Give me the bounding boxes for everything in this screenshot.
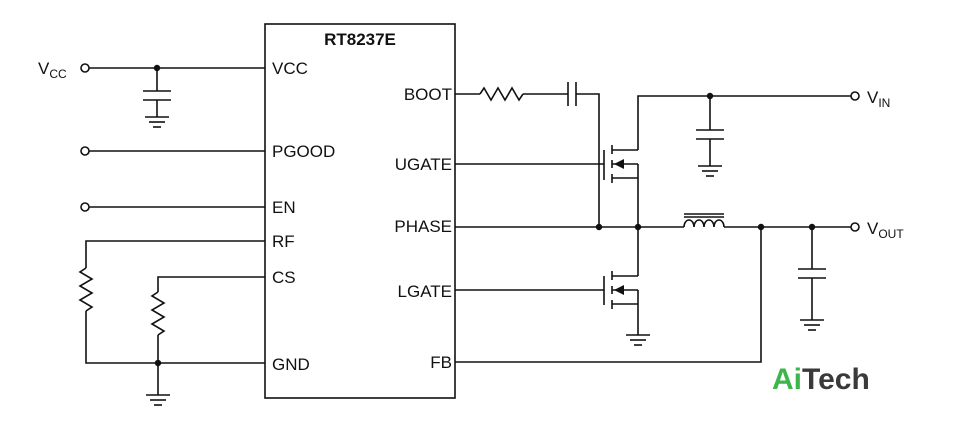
vout-capacitor	[798, 227, 826, 320]
logo-part-tech: Tech	[802, 363, 870, 396]
boot-resistor	[479, 86, 524, 102]
ground-symbol	[698, 165, 722, 177]
pin-boot-label: BOOT	[404, 85, 452, 104]
rf-resistor	[78, 267, 94, 312]
pin-fb-label: FB	[430, 353, 452, 372]
vout-terminal-label: VOUT	[867, 219, 904, 241]
ground-symbol	[145, 116, 169, 128]
vin-rail	[637, 95, 851, 150]
rf-wire	[85, 240, 265, 268]
vcc-terminal	[80, 63, 90, 73]
en-terminal	[80, 202, 90, 212]
gnd-junction	[154, 359, 162, 367]
cs-resistor	[150, 291, 166, 336]
chip-name: RT8237E	[324, 30, 396, 49]
rf-gnd-wire	[85, 311, 265, 364]
vin-capacitor	[696, 96, 724, 166]
cs-wire	[157, 276, 265, 292]
fb-wire	[455, 227, 762, 363]
output-inductor	[683, 213, 725, 228]
chip-body	[264, 23, 456, 399]
phase-junction-switch	[634, 223, 642, 231]
vin-terminal	[850, 91, 860, 101]
pin-pgood-label: PGOOD	[272, 142, 335, 161]
vout-terminal	[850, 222, 860, 232]
ground-symbol	[146, 394, 170, 406]
logo-part-ai: Ai	[772, 363, 802, 396]
upper-mosfet	[603, 145, 639, 183]
vcc-terminal-label: VCC	[38, 59, 67, 81]
pin-en-label: EN	[272, 198, 296, 217]
vin-terminal-label: VIN	[867, 88, 890, 110]
pin-cs-label: CS	[272, 268, 296, 287]
phase-junction-boot	[595, 223, 603, 231]
pin-phase-label: PHASE	[394, 217, 452, 236]
pin-lgate-label: LGATE	[398, 282, 452, 301]
pin-gnd-label: GND	[272, 355, 310, 374]
pin-vcc-label: VCC	[272, 59, 308, 78]
ground-symbol	[626, 334, 650, 346]
ground-symbol	[800, 319, 824, 331]
pin-rf-label: RF	[272, 232, 295, 251]
boot-phase-wire	[576, 93, 600, 227]
pin-ugate-label: UGATE	[395, 155, 452, 174]
lower-mosfet	[603, 271, 639, 309]
vcc-capacitor	[143, 68, 171, 117]
pgood-terminal	[80, 146, 90, 156]
aitech-logo: AiTech	[772, 363, 870, 396]
boot-capacitor	[567, 82, 577, 106]
